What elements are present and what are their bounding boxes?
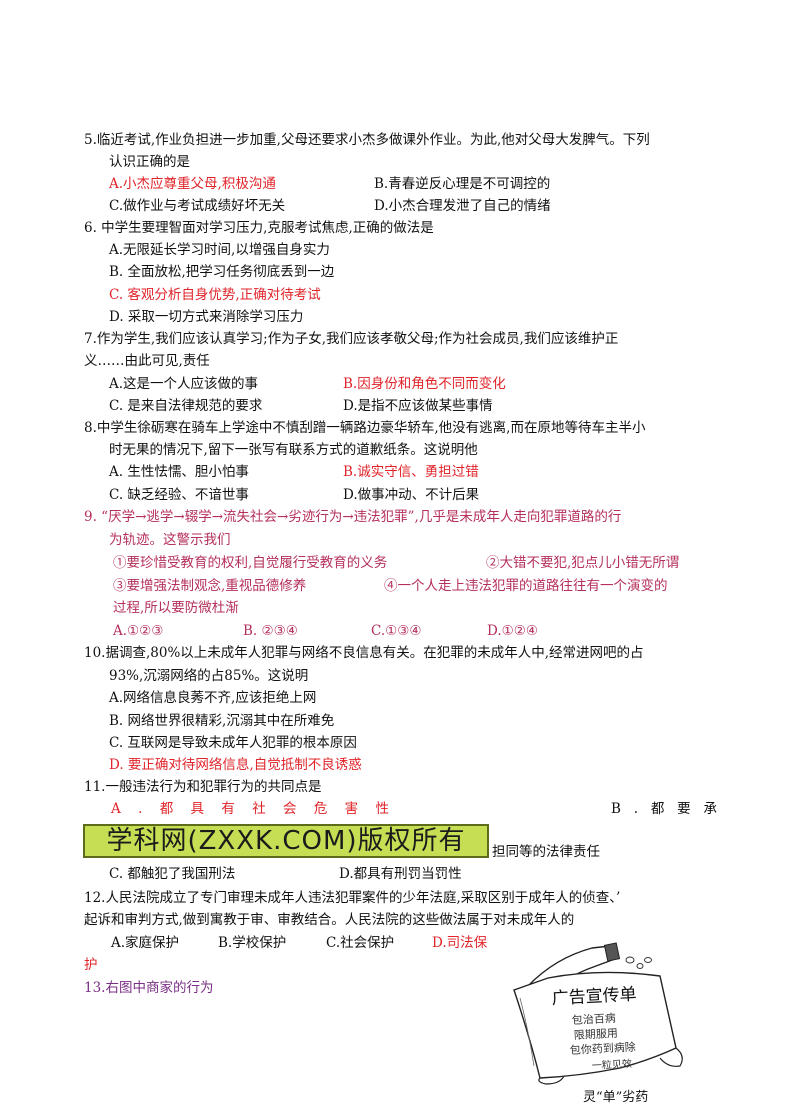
q6-option-c: C. 客观分析自身优势,正确对待考试 — [109, 287, 321, 303]
q12-option-d-cont: 护 — [84, 957, 98, 973]
q10-option-d: D. 要正确对待网络信息,自觉抵制不良诱惑 — [109, 757, 362, 773]
q6-option-a: A.无限延长学习时间,以增强自身实力 — [109, 242, 330, 258]
q5-option-a: A.小杰应尊重父母,积极沟通 — [109, 176, 276, 192]
q5-option-c: C.做作业与考试成绩好坏无关 — [109, 198, 286, 214]
q7-option-d: D.是指不应该做某些事情 — [343, 398, 493, 414]
q9-statement-2: ②大错不要犯,犯点儿小错无所谓 — [486, 555, 680, 571]
q9-statement-3: ③要增强法制观念,重视品德修养 — [113, 578, 307, 594]
q9-statement-1: ①要珍惜受教育的权利,自觉履行受教育的义务 — [113, 555, 388, 571]
leaflet-line-2: 限期服用 — [573, 1027, 618, 1042]
leaflet-line-4: 一粒见效 — [591, 1057, 632, 1072]
q8-stem-line2: 时无果的情况下,留下一张写有联系方式的道歉纸条。这说明他 — [109, 442, 478, 458]
q8-option-d: D.做事冲动、不计后果 — [343, 487, 480, 503]
copyright-watermark: 学科网(ZXXK.COM)版权所有 — [83, 824, 489, 858]
q7-stem-line2: 义……由此可见,责任 — [84, 353, 210, 369]
q9-stem-line1: 9. “厌学→逃学→辍学→流失社会→劣迹行为→违法犯罪”,几乎是未成年人走向犯罪… — [84, 509, 622, 525]
q12-option-c: C.社会保护 — [326, 935, 395, 951]
q9-statement-4: ④一个人走上违法犯罪的道路往往有一个演变的 — [384, 578, 668, 594]
q11-option-a: A.都具有社会危害性 — [111, 801, 389, 817]
q6-option-d: D. 采取一切方式来消除学习压力 — [109, 309, 304, 325]
advertisement-leaflet-cartoon: 广告宣传单 包治百病 限期服用 包你药到病除 一粒见效 — [513, 942, 683, 1085]
q6-option-b: B. 全面放松,把学习任务彻底丢到一边 — [109, 264, 335, 280]
q7-option-c: C. 是来自法律规范的要求 — [109, 398, 263, 414]
q7-option-b: B.因身份和角色不同而变化 — [343, 376, 506, 392]
q10-stem-line2: 93%,沉溺网络的占85%。这说明 — [109, 668, 309, 684]
q12-option-a: A.家庭保护 — [111, 935, 180, 951]
q5-option-d: D.小杰合理发泄了自己的情绪 — [374, 198, 551, 214]
leaflet-title: 广告宣传单 — [551, 985, 637, 1009]
q13-stem: 13.右图中商家的行为 — [84, 980, 214, 996]
q11-stem: 11.一般违法行为和犯罪行为的共同点是 — [84, 779, 322, 795]
cartoon-caption: 灵“单”劣药 — [583, 1090, 649, 1105]
leaflet-line-3: 包你药到病除 — [569, 1040, 636, 1057]
q11-option-c: C. 都触犯了我国刑法 — [109, 866, 236, 882]
q9-option-d: D.①②④ — [487, 623, 538, 639]
q10-option-a: A.网络信息良莠不齐,应该拒绝上网 — [109, 690, 317, 706]
q8-option-a: A. 生性怯懦、胆小怕事 — [109, 464, 249, 480]
q9-option-b: B. ②③④ — [243, 623, 298, 639]
q7-stem-line1: 7.作为学生,我们应该认真学习;作为子女,我们应该孝敬父母;作为社会成员,我们应… — [84, 331, 619, 347]
q8-option-b: B.诚实守信、勇担过错 — [343, 464, 479, 480]
q11-option-b: B.都要承 — [611, 801, 717, 817]
q6-stem: 6. 中学生要理智面对学习压力,克服考试焦虑,正确的做法是 — [84, 220, 434, 236]
q5-stem-line2: 认识正确的是 — [109, 154, 190, 170]
q5-stem-line1: 5.临近考试,作业负担进一步加重,父母还要求小杰多做课外作业。为此,他对父母大发… — [84, 132, 650, 148]
q10-stem-line1: 10.据调查,80%以上未成年人犯罪与网络不良信息有关。在犯罪的未成年人中,经常… — [84, 645, 644, 661]
q7-option-a: A.这是一个人应该做的事 — [109, 376, 259, 392]
q12-option-b: B.学校保护 — [218, 935, 287, 951]
q9-option-c: C.①③④ — [371, 623, 422, 639]
leaflet-line-1: 包治百病 — [571, 1011, 616, 1027]
q12-stem-line2: 起诉和审判方式,做到寓教于审、审教结合。人民法院的这些做法属于对未成年人的 — [84, 912, 575, 928]
q10-option-b: B. 网络世界很精彩,沉溺其中在所难免 — [109, 713, 335, 729]
q9-stem-line2: 为轨迹。这警示我们 — [109, 532, 231, 548]
q9-option-a: A.①②③ — [113, 623, 164, 639]
q9-statement-4-cont: 过程,所以要防微杜渐 — [113, 600, 239, 616]
q11-option-d: D.都具有刑罚当罚性 — [339, 866, 462, 882]
q12-stem-line1: 12.人民法院成立了专门审理未成年人违法犯罪案件的少年法庭,采取区别于成年人的侦… — [84, 890, 621, 906]
q10-option-c: C. 互联网是导致未成年人犯罪的根本原因 — [109, 735, 357, 751]
q12-option-d: D.司法保 — [432, 935, 488, 951]
q8-stem-line1: 8.中学生徐砺寒在骑车上学途中不慎刮蹭一辆路边豪华轿车,他没有逃离,而在原地等待… — [84, 420, 646, 436]
q5-option-b: B.青春逆反心理是不可调控的 — [374, 176, 551, 192]
q11-option-b-cont: 担同等的法律责任 — [492, 844, 600, 860]
q8-option-c: C. 缺乏经验、不谙世事 — [109, 487, 249, 503]
